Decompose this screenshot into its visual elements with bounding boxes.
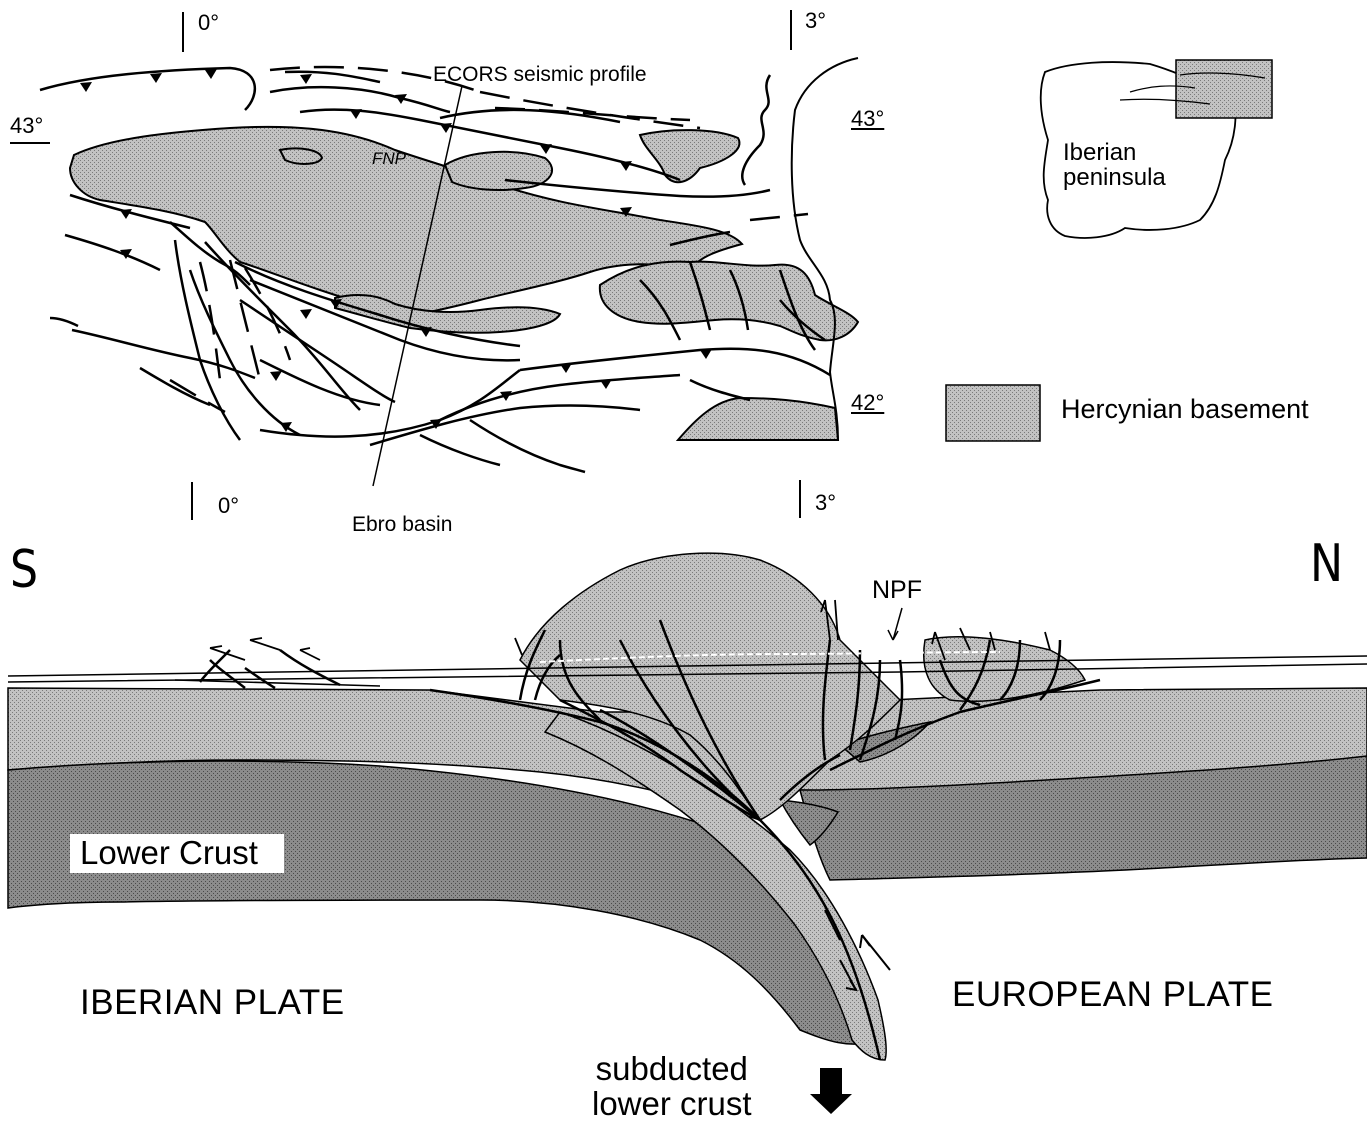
- south-label: S: [10, 544, 38, 596]
- map-lat-43-right: 43°: [851, 108, 884, 130]
- ecors-profile-label: ECORS seismic profile: [433, 64, 647, 85]
- basement-body-south-east: [678, 398, 838, 440]
- map-lon-0-top: 0°: [198, 12, 219, 34]
- river: [742, 75, 770, 185]
- fnp-label: FNP: [372, 150, 406, 167]
- map-lon-3-bottom: 3°: [815, 492, 836, 514]
- basement-body-north-2: [640, 130, 739, 182]
- legend: [946, 385, 1040, 441]
- map-lon-3-top: 3°: [805, 10, 826, 32]
- ebro-basin-label: Ebro basin: [352, 514, 452, 535]
- iberian-peninsula-label: Iberian peninsula: [1063, 140, 1166, 190]
- geologic-map: [10, 10, 858, 520]
- subducted-lower-crust-label: subducted lower crust: [592, 1052, 752, 1121]
- coastline: [792, 58, 858, 440]
- legend-swatch: [946, 385, 1040, 441]
- iberian-plate-label: IBERIAN PLATE: [80, 985, 345, 1020]
- map-lon-0-bottom: 0°: [218, 495, 239, 517]
- inset-map-extent-box: [1176, 60, 1272, 118]
- subducted-arrow-icon: [810, 1068, 852, 1114]
- npf-pointer: [888, 608, 902, 640]
- legend-label: Hercynian basement: [1061, 396, 1309, 423]
- map-lat-42-right: 42°: [851, 392, 884, 414]
- npf-label: NPF: [872, 578, 922, 603]
- european-plate-label: EUROPEAN PLATE: [952, 977, 1273, 1012]
- north-label: N: [1310, 538, 1343, 590]
- map-lat-43-left: 43°: [10, 115, 43, 137]
- lower-crust-label: Lower Crust: [70, 834, 284, 873]
